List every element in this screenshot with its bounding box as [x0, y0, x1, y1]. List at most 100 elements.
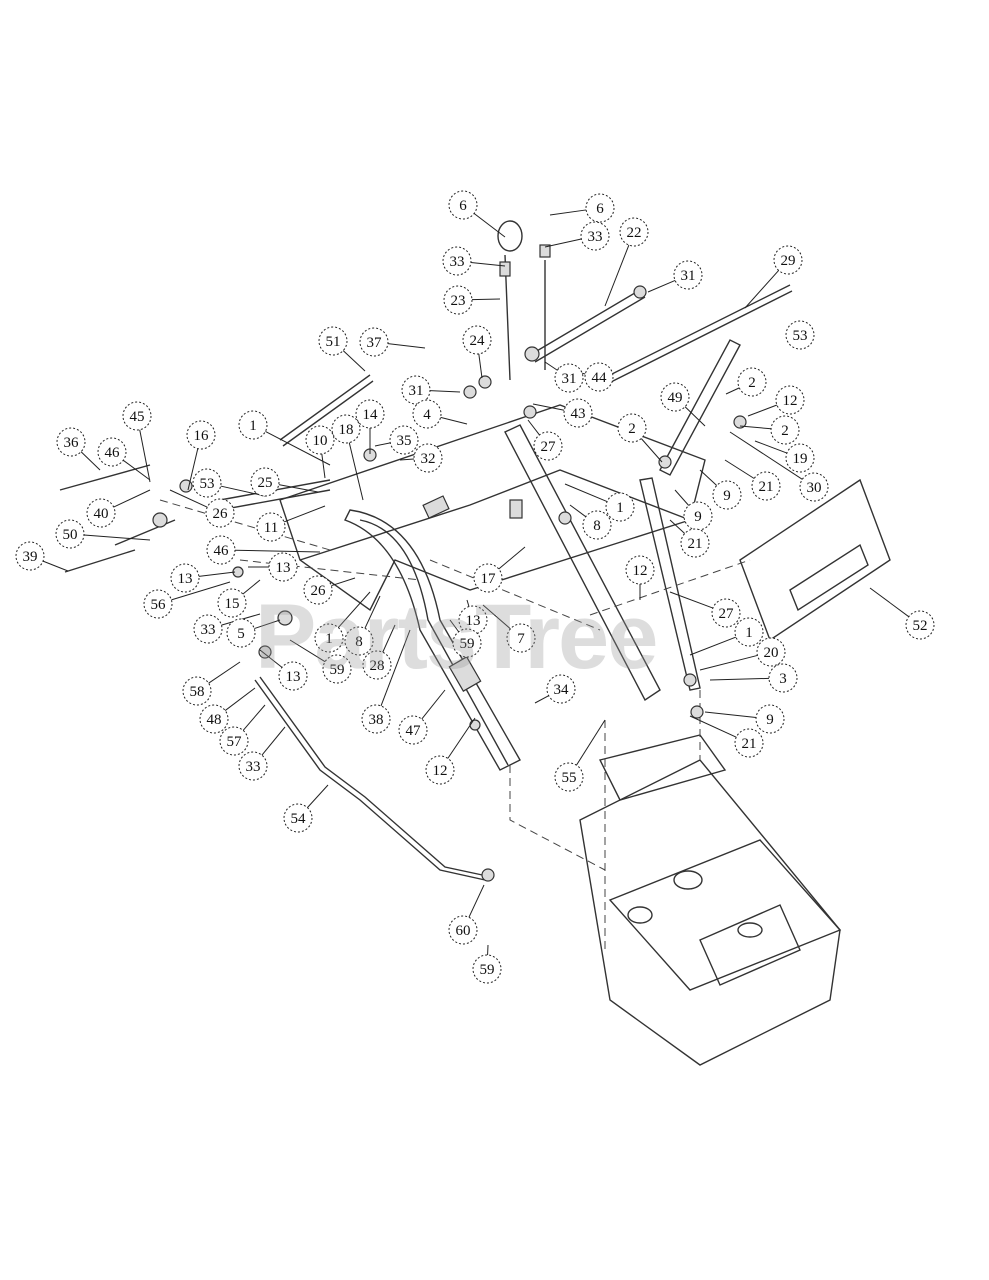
leader-line-c13c [466, 599, 470, 607]
callout-circle [361, 704, 391, 734]
rod-54 [254, 676, 488, 881]
callout-label: 24 [470, 333, 486, 349]
leader-line-c24 [478, 353, 483, 379]
bolt-8 [558, 511, 572, 525]
callout-circle [799, 472, 829, 502]
rod-29 [599, 284, 793, 387]
callout-c46a: 46 [97, 437, 127, 467]
leader-line-c3 [709, 677, 770, 681]
leader-line-c21a [724, 459, 755, 479]
callout-circle [238, 751, 268, 781]
callout-circle [344, 626, 374, 656]
callout-c17: 17 [473, 563, 503, 593]
leader-line-c1b [564, 483, 608, 503]
callout-c12b: 12 [625, 555, 655, 585]
callout-label: 1 [616, 500, 624, 516]
callout-circle [192, 468, 222, 498]
leader-line-c57 [242, 704, 266, 731]
callout-c13a: 13 [170, 563, 200, 593]
callout-circle [554, 363, 584, 393]
callout-c14: 14 [355, 399, 385, 429]
callout-circle [256, 512, 286, 542]
callout-circle [619, 217, 649, 247]
callout-circle [580, 221, 610, 251]
callout-c30: 30 [799, 472, 829, 502]
callout-circle [584, 362, 614, 392]
callout-c31a: 31 [673, 260, 703, 290]
assembly-line-7 [159, 499, 331, 551]
callout-c26b: 26 [303, 575, 333, 605]
bracket-47 [448, 656, 482, 692]
callout-c33a: 33 [580, 221, 610, 251]
callout-c49: 49 [660, 382, 690, 412]
chassis-box [699, 904, 801, 986]
leader-line-c2b [640, 438, 663, 463]
callout-circle [712, 480, 742, 510]
leader-line-c58 [208, 661, 241, 684]
leader-line-c2a [725, 387, 740, 395]
callout-circle [170, 563, 200, 593]
callout-circle [15, 541, 45, 571]
leader-line-c1c [337, 591, 371, 628]
callout-circle [472, 954, 502, 984]
callout-label: 12 [633, 563, 648, 579]
leader-line-c2c [739, 425, 772, 430]
callout-c8a: 8 [582, 510, 612, 540]
callout-c40: 40 [86, 498, 116, 528]
callout-c58: 58 [182, 676, 212, 706]
callout-label: 9 [723, 488, 731, 504]
assembly-line-4 [429, 559, 601, 631]
callout-c26a: 26 [205, 498, 235, 528]
callout-label: 51 [326, 334, 341, 350]
callout-circle [283, 803, 313, 833]
callout-label: 59 [480, 962, 495, 978]
callout-label: 31 [409, 383, 424, 399]
chassis-hole-2 [627, 906, 653, 924]
callout-label: 9 [766, 712, 774, 728]
callout-c46b: 46 [206, 535, 236, 565]
nut-12 [733, 415, 747, 429]
callout-c28: 28 [362, 650, 392, 680]
callout-c16: 16 [186, 420, 216, 450]
callout-c9a: 9 [712, 480, 742, 510]
callout-circle [401, 375, 431, 405]
lever-grip-left [499, 261, 511, 277]
callout-c27a: 27 [533, 431, 563, 461]
assembly-line-6 [589, 559, 751, 616]
bracket-console [422, 495, 450, 519]
callout-circle [314, 623, 344, 653]
callout-circle [673, 260, 703, 290]
callout-circle [56, 427, 86, 457]
callout-label: 57 [227, 734, 243, 750]
callout-label: 2 [748, 375, 756, 391]
callout-c21b: 21 [680, 528, 710, 558]
callout-label: 4 [423, 407, 431, 423]
leader-line-c23 [471, 298, 501, 301]
leader-line-c52 [869, 587, 910, 618]
callout-c38: 38 [361, 704, 391, 734]
callout-circle [97, 437, 127, 467]
leader-line-c17 [498, 546, 526, 570]
callout-c36: 36 [56, 427, 86, 457]
callout-c19: 19 [785, 443, 815, 473]
callout-circle [785, 443, 815, 473]
callout-circle [413, 443, 443, 473]
callout-circle [448, 915, 478, 945]
callout-circle [775, 385, 805, 415]
callout-c48: 48 [199, 704, 229, 734]
callout-c32: 32 [413, 443, 443, 473]
callout-label: 7 [517, 631, 525, 647]
leader-line-c21c [689, 715, 737, 738]
callout-c18: 18 [331, 414, 361, 444]
leader-line-c50 [83, 534, 151, 541]
leader-line-c27a [527, 419, 540, 436]
leader-line-c49 [684, 406, 706, 427]
right-rail [504, 424, 661, 702]
callout-circle [473, 563, 503, 593]
callout-label: 3 [779, 671, 787, 687]
callout-label: 13 [286, 669, 301, 685]
callout-c34: 34 [546, 674, 576, 704]
rod-39 [64, 549, 136, 573]
callout-circle [199, 704, 229, 734]
callout-circle [268, 552, 298, 582]
